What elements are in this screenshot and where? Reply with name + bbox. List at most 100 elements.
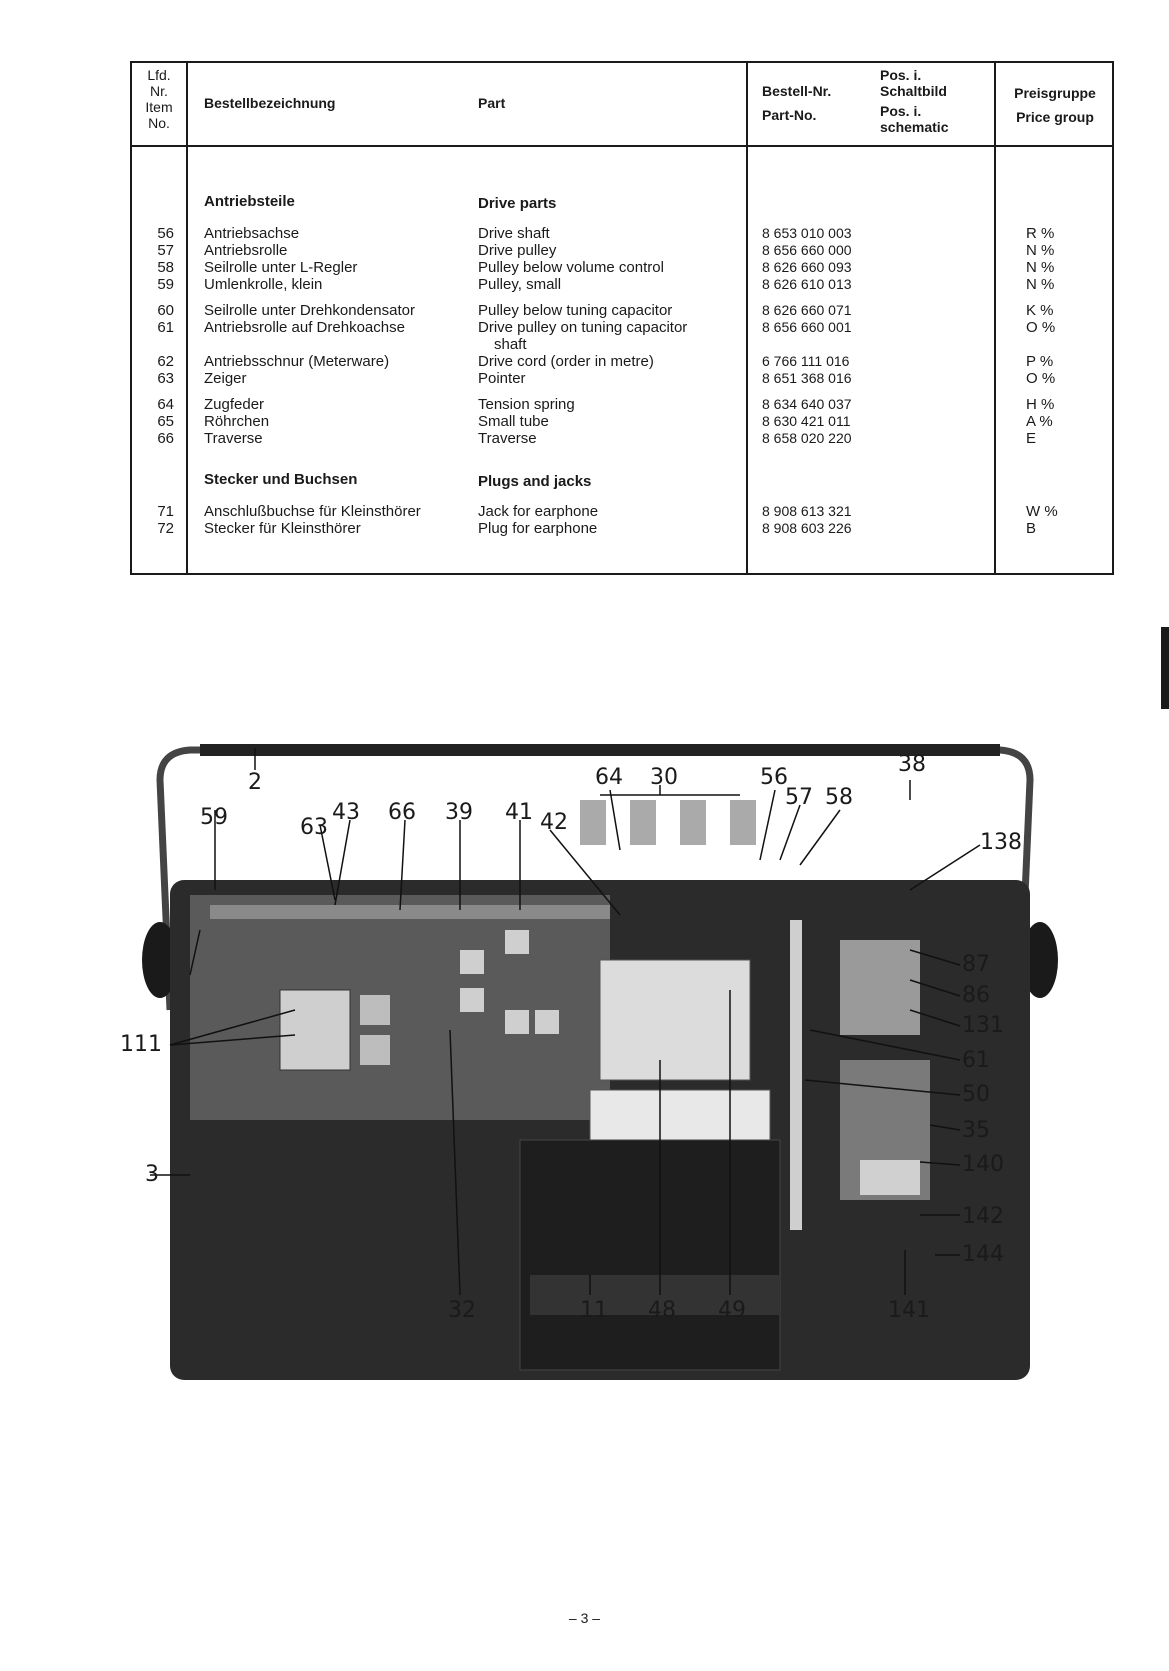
bestellbezeichnung: Antriebsschnur (Meterware): [204, 353, 390, 370]
item-no: 71: [157, 503, 174, 520]
callout-label: 144: [962, 1242, 1004, 1267]
part-number: 6 766 111 016: [762, 353, 850, 369]
table-row: 62 Antriebsschnur (Meterware) Drive cord…: [132, 353, 1112, 370]
header-pos-schaltbild: Pos. i. Schaltbild: [880, 67, 947, 99]
section-title-de: Antriebsteile: [204, 193, 295, 210]
part-number: 8 626 660 071: [762, 302, 852, 318]
item-no: 62: [157, 353, 174, 370]
bestellbezeichnung: Zeiger: [204, 370, 247, 387]
part-number: 8 908 603 226: [762, 520, 852, 536]
header-divider: [132, 145, 1112, 147]
part-name: Pulley, small: [478, 276, 562, 293]
part-name: Drive shaft: [478, 225, 550, 242]
if-can: [460, 988, 484, 1012]
column-divider: [746, 63, 748, 573]
price-group: N %: [1026, 242, 1055, 259]
bestellbezeichnung: Antriebsrolle auf Drehkoachse: [204, 319, 405, 336]
header-item-no-line: Lfd.: [147, 67, 171, 83]
callout-label: 56: [760, 765, 788, 790]
pushbutton: [680, 800, 706, 845]
item-no: 64: [157, 396, 174, 413]
price-group: B: [1026, 520, 1037, 537]
callout-label: 64: [595, 765, 623, 790]
callout-label: 63: [300, 815, 328, 840]
section-title-de: Stecker und Buchsen: [204, 471, 358, 488]
parts-table: Lfd. Nr. Item No. Bestellbezeichnung Par…: [130, 61, 1114, 575]
price-group: K %: [1026, 302, 1054, 319]
callout-label: 57: [785, 785, 813, 810]
callout-label: 30: [650, 765, 678, 790]
header-part: Part: [478, 95, 506, 111]
item-no: 61: [157, 319, 174, 336]
table-row: 58 Seilrolle unter L-Regler Pulley below…: [132, 259, 1112, 276]
callout-labels: 2 59 63 43 66 39 41 42 64 30 56 57 58 38…: [120, 730, 1080, 1410]
pushbutton: [630, 800, 656, 845]
callout-label: 49: [718, 1298, 746, 1323]
main-pcb: [190, 895, 610, 1120]
callout-label: 41: [505, 800, 533, 825]
part-number: 8 626 660 093: [762, 259, 852, 275]
table-row: 72 Stecker für Kleinsthörer Plug for ear…: [132, 520, 1112, 537]
bestellbezeichnung: Antriebsrolle: [204, 242, 288, 259]
radio-chassis-illustration: [142, 744, 1058, 1380]
price-group: O %: [1026, 370, 1056, 387]
part-name: Pulley below volume control: [478, 259, 664, 276]
battery-compartment: [519, 1139, 781, 1371]
bestellbezeichnung: Röhrchen: [204, 413, 270, 430]
callout-label: 32: [448, 1298, 476, 1323]
bestellbezeichnung: Antriebsachse: [204, 225, 300, 242]
header-item-no: Lfd. Nr. Item No.: [132, 67, 186, 131]
bestellbezeichnung: Anschlußbuchse für Kleinsthörer: [204, 503, 421, 520]
callout-label: 61: [962, 1048, 990, 1073]
callout-label: 66: [388, 800, 416, 825]
part-number: 8 634 640 037: [762, 396, 852, 412]
callout-label: 141: [888, 1298, 930, 1323]
tuning-capacitor: [599, 959, 751, 1081]
bestellbezeichnung: Seilrolle unter Drehkondensator: [204, 302, 415, 319]
bestellbezeichnung: Zugfeder: [204, 396, 265, 413]
part-name: Pointer: [478, 370, 526, 387]
part-name: Drive cord (order in metre): [478, 353, 654, 370]
callout-label: 43: [332, 800, 360, 825]
item-no: 66: [157, 430, 174, 447]
page-number: – 3 –: [568, 1610, 601, 1626]
callout-label: 42: [540, 810, 568, 835]
item-no: 58: [157, 259, 174, 276]
callout-label: 142: [962, 1204, 1004, 1229]
header-bestell-nr: Bestell-Nr.: [762, 83, 832, 99]
part-name: Drive pulley on tuning capacitor: [478, 319, 688, 336]
column-divider: [186, 63, 188, 573]
callout-label: 111: [120, 1032, 162, 1057]
price-group: H %: [1026, 396, 1055, 413]
table-row-continuation: shaft: [132, 336, 1112, 353]
callout-label: 35: [962, 1118, 990, 1143]
header-item-no-line: No.: [148, 115, 170, 131]
header-pos-line: Schaltbild: [880, 83, 947, 99]
part-name: Jack for earphone: [478, 503, 599, 520]
table-row: 66 Traverse Traverse 8 658 020 220 E: [132, 430, 1112, 447]
ferrite-module: [279, 989, 351, 1071]
part-number: 8 630 421 011: [762, 413, 851, 429]
chassis-bracket: [790, 920, 802, 1230]
table-row: 65 Röhrchen Small tube 8 630 421 011 A %: [132, 413, 1112, 430]
part-name: Drive pulley: [478, 242, 557, 259]
item-no: 57: [157, 242, 174, 259]
table-row: 57 Antriebsrolle Drive pulley 8 656 660 …: [132, 242, 1112, 259]
table-row: 56 Antriebsachse Drive shaft 8 653 010 0…: [132, 225, 1112, 242]
handle-grip: [200, 744, 1000, 756]
item-no: 63: [157, 370, 174, 387]
column-divider: [994, 63, 996, 573]
header-pos-schematic: Pos. i. schematic: [880, 103, 948, 135]
header-pos-line: Pos. i.: [880, 67, 922, 83]
pushbutton: [730, 800, 756, 845]
callout-label: 11: [580, 1298, 608, 1323]
price-group: A %: [1026, 413, 1053, 430]
callout-label: 58: [825, 785, 853, 810]
item-no: 72: [157, 520, 174, 537]
part-number: 8 658 020 220: [762, 430, 852, 446]
table-row: 60 Seilrolle unter Drehkondensator Pulle…: [132, 302, 1112, 319]
part-name: Plug for earphone: [478, 520, 598, 537]
header-item-no-line: Item: [145, 99, 173, 115]
price-group: N %: [1026, 259, 1055, 276]
item-no: 60: [157, 302, 174, 319]
